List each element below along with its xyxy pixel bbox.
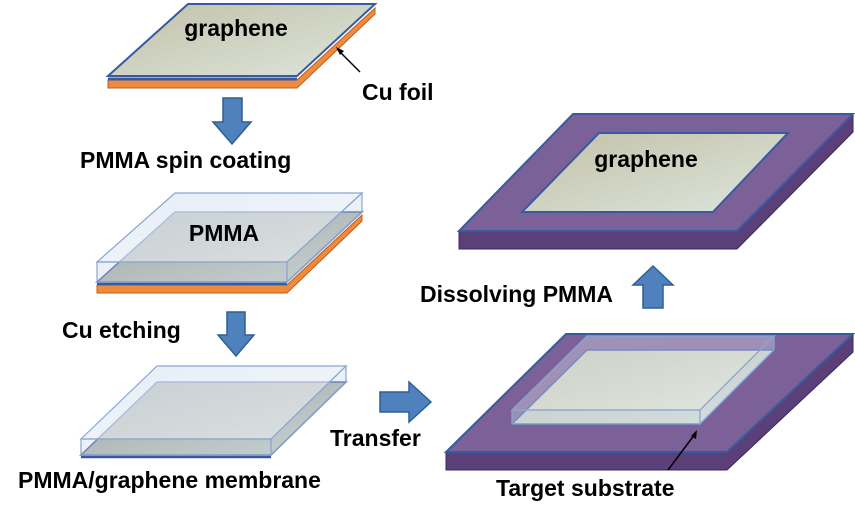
label-pmma: PMMA xyxy=(189,220,259,246)
label-dissolving-pmma: Dissolving PMMA xyxy=(420,281,613,307)
graphene-sheet xyxy=(105,3,378,77)
pmma-layer-right xyxy=(270,364,347,457)
label-membrane: PMMA/graphene membrane xyxy=(18,467,321,493)
label-pmma-spin-coating: PMMA spin coating xyxy=(80,147,291,173)
pmma-layer-front xyxy=(96,261,288,283)
label-cu-foil: Cu foil xyxy=(362,79,434,105)
arrow-right-transfer xyxy=(379,380,433,424)
pmma-layer-right xyxy=(699,334,775,426)
pointer-cu-foil xyxy=(337,49,361,73)
graphene-sheet xyxy=(519,132,791,213)
label-target-substrate: Target substrate xyxy=(496,475,675,501)
stage-final: graphene xyxy=(456,112,855,250)
arrow-down-2 xyxy=(216,311,256,358)
label-transfer: Transfer xyxy=(330,425,421,451)
stage-membrane xyxy=(79,364,348,459)
stage-on-substrate xyxy=(443,332,855,471)
stage-graphene-on-cu: graphene Cu foil xyxy=(105,3,434,105)
pmma-layer-top xyxy=(79,365,348,440)
pointer-arrowhead xyxy=(691,430,697,439)
pmma-layer-right xyxy=(286,191,363,284)
pointer-target-substrate xyxy=(667,433,696,471)
label-graphene-top: graphene xyxy=(184,15,288,41)
pmma-layer-front xyxy=(80,438,272,456)
arrow-up-dissolving xyxy=(631,264,675,309)
pmma-layer-front xyxy=(511,409,701,425)
pointer-arrowhead xyxy=(336,47,344,55)
arrow-down-1 xyxy=(211,97,253,146)
label-cu-etching: Cu etching xyxy=(62,317,181,343)
stage-pmma-coated: PMMA xyxy=(95,191,364,294)
label-graphene-final: graphene xyxy=(594,146,698,172)
